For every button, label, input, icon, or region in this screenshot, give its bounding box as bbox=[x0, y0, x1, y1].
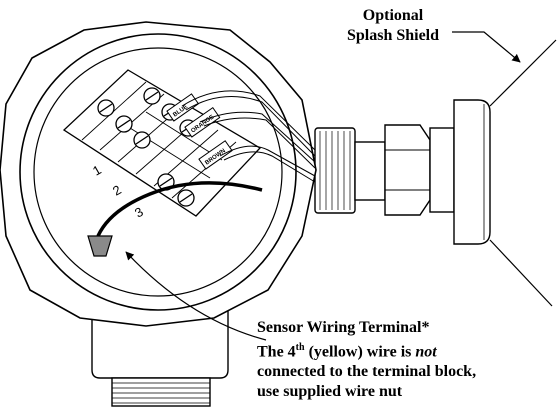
splash-shield-leader bbox=[452, 31, 521, 63]
splash-shield-line-2: Splash Shield bbox=[346, 27, 440, 44]
wire-nut bbox=[87, 235, 113, 257]
sensor-callout-line-3: connected to the terminal block, bbox=[257, 363, 477, 381]
splash-shield-callout: Optional Splash Shield bbox=[318, 6, 468, 46]
splash-shield-leader-top bbox=[489, 39, 557, 107]
sensor-wiring-callout: Sensor Wiring Terminal* The 4th (yellow)… bbox=[257, 318, 476, 402]
sensor-terminal-leader bbox=[125, 251, 267, 341]
splash-shield bbox=[453, 99, 491, 245]
splash-shield-line-1: Optional bbox=[362, 7, 424, 24]
sensor-callout-line-2: The 4th (yellow) wire is not bbox=[257, 342, 437, 361]
terminal-screws bbox=[97, 87, 197, 207]
conduit-fitting bbox=[314, 124, 455, 216]
sensor-callout-line-4: use supplied wire nut bbox=[257, 383, 403, 401]
yellow-wire bbox=[96, 181, 263, 237]
wires bbox=[181, 90, 316, 183]
sensor-callout-title: Sensor Wiring Terminal* bbox=[257, 319, 430, 336]
splash-shield-leader-bottom bbox=[489, 239, 553, 307]
